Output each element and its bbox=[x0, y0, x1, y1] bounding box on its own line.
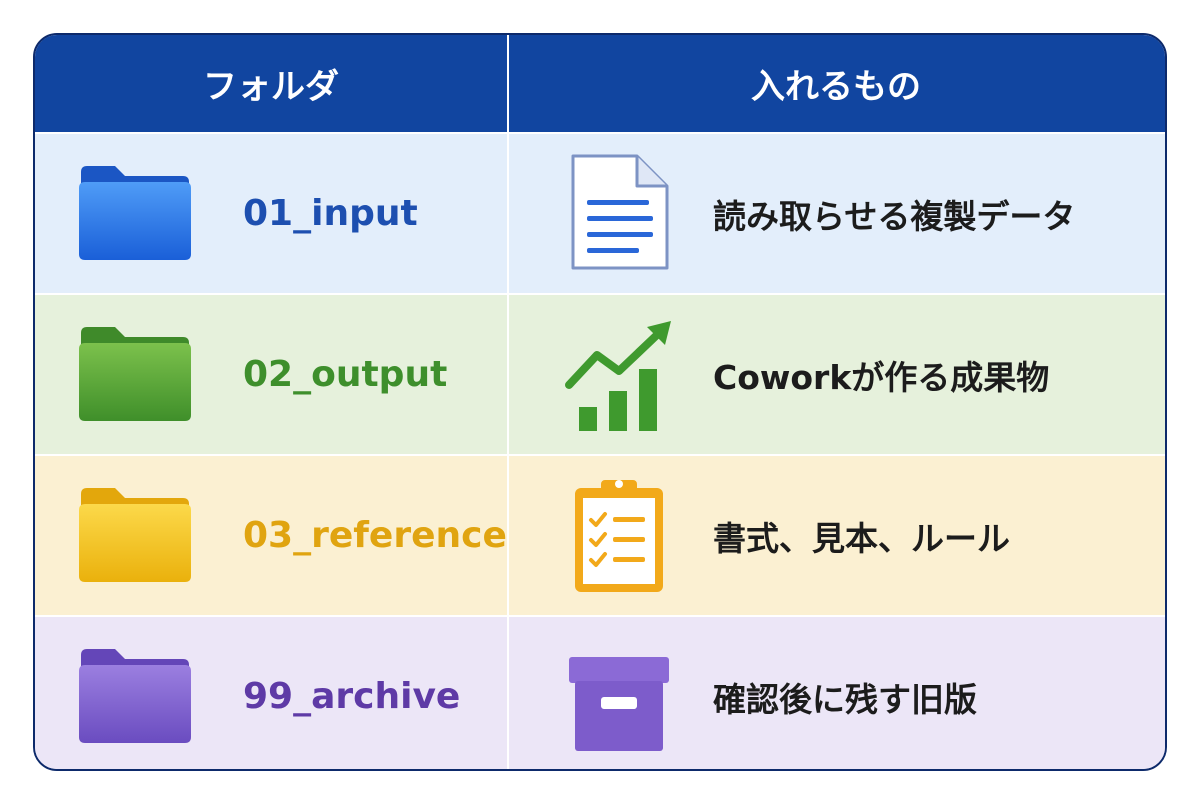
content-text-output: Coworkが作る成果物 bbox=[713, 357, 1050, 397]
clipboard-checklist-icon bbox=[575, 480, 663, 592]
table-row-archive: 99_archive 確認後に残す旧版 bbox=[35, 615, 1165, 769]
header-contents: 入れるもの bbox=[751, 67, 921, 107]
folder-name-input: 01_input bbox=[243, 193, 418, 234]
growth-chart-icon bbox=[565, 321, 671, 431]
table-header: フォルダ 入れるもの bbox=[35, 35, 1165, 132]
blue-folder-icon bbox=[79, 166, 191, 260]
table-row-input: 01_input 読み取らせる複製データ bbox=[35, 132, 1165, 293]
archive-box-icon bbox=[569, 657, 669, 751]
purple-folder-icon bbox=[79, 649, 191, 743]
green-folder-icon bbox=[79, 327, 191, 421]
folder-name-archive: 99_archive bbox=[243, 676, 461, 717]
folder-name-reference: 03_reference bbox=[243, 515, 507, 556]
folder-name-output: 02_output bbox=[243, 354, 448, 395]
column-divider bbox=[507, 35, 509, 769]
content-text-input: 読み取らせる複製データ bbox=[713, 196, 1076, 236]
content-text-reference: 書式、見本、ルール bbox=[713, 518, 1010, 558]
content-text-archive: 確認後に残す旧版 bbox=[713, 679, 977, 719]
folder-table: フォルダ 入れるもの 01_input 読み取らせる複製データ bbox=[33, 33, 1167, 771]
table-row-output: 02_output Coworkが作る成果物 bbox=[35, 293, 1165, 454]
yellow-folder-icon bbox=[79, 488, 191, 582]
header-folder: フォルダ bbox=[203, 67, 339, 107]
document-icon bbox=[571, 154, 669, 270]
table-row-reference: 03_reference 書式、見本、ルール bbox=[35, 454, 1165, 615]
